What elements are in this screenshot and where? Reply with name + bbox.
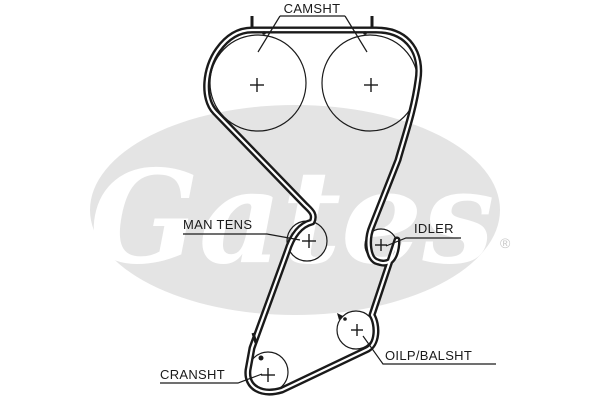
timing-marks bbox=[250, 16, 374, 361]
timing-mark-crank-icon bbox=[251, 332, 258, 344]
pulley-centres bbox=[250, 78, 387, 382]
registered-mark: ® bbox=[500, 235, 511, 251]
label-oil-pump-balance: OILP/BALSHT bbox=[385, 348, 472, 363]
idler-centre-icon bbox=[375, 239, 387, 251]
oil-pump-centre-icon bbox=[351, 324, 363, 336]
label-crankshaft: CRANSHT bbox=[160, 367, 225, 382]
watermark-logo-text: Gates bbox=[90, 143, 495, 293]
belt-inner-stripe bbox=[205, 28, 420, 394]
tensioner-centre-icon bbox=[302, 234, 316, 248]
camshaft-leader-left bbox=[257, 15, 281, 53]
camshaft-leader-right bbox=[344, 15, 368, 53]
oil-pump-arrow-icon bbox=[337, 313, 343, 320]
tensioner-leader bbox=[183, 233, 301, 241]
oil-pump-leader bbox=[362, 335, 496, 365]
cam-left-dot-icon bbox=[262, 31, 266, 35]
oil-pump-dot-icon bbox=[343, 317, 347, 321]
timing-belt bbox=[203, 26, 423, 396]
crankshaft-leader bbox=[160, 373, 263, 384]
label-idler: IDLER bbox=[414, 221, 454, 236]
crankshaft-centre-icon bbox=[261, 368, 275, 382]
camshaft-right-centre-icon bbox=[364, 78, 378, 92]
label-camshaft: CAMSHT bbox=[284, 1, 341, 16]
brand-watermark: Gates ® bbox=[90, 105, 511, 315]
label-tensioner: MAN TENS bbox=[183, 217, 252, 232]
labels: CAMSHT MAN TENS IDLER CRANSHT OILP/BALSH… bbox=[160, 1, 496, 384]
cam-right-dot-icon bbox=[363, 31, 367, 35]
idler-leader bbox=[385, 237, 461, 247]
camshaft-left-centre-icon bbox=[250, 78, 264, 92]
crank-timing-dot-icon bbox=[258, 355, 264, 361]
